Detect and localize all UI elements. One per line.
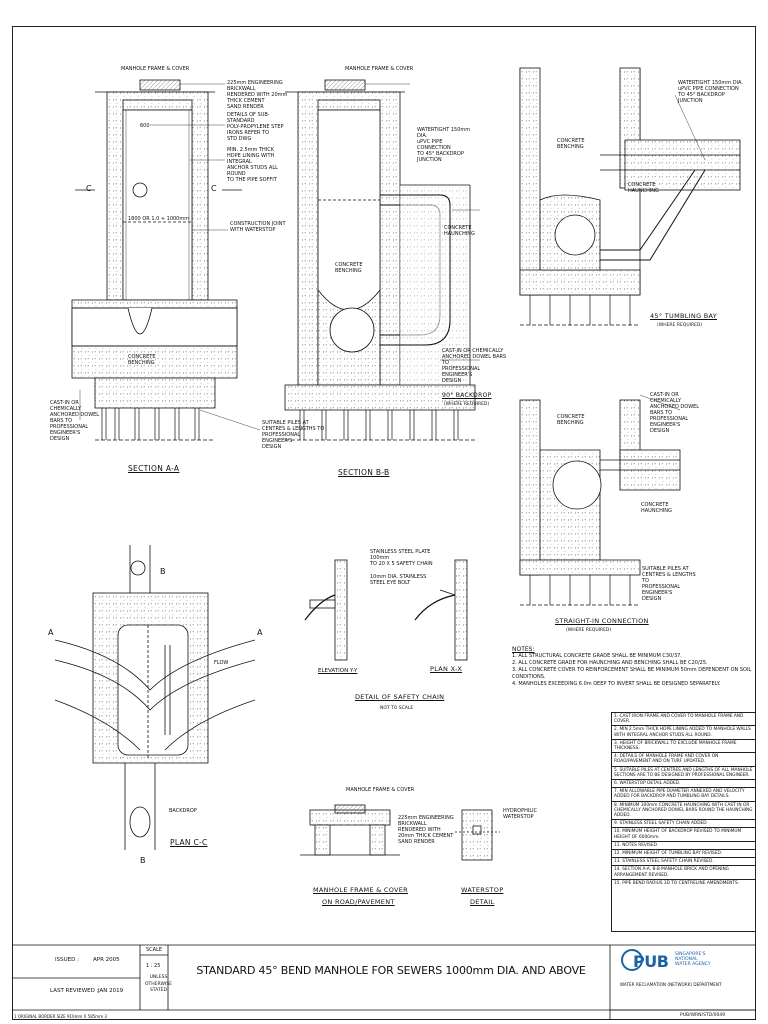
revision-row: 12. MINIMUM HEIGHT OF TUMBLING BAY REVIS… bbox=[612, 850, 755, 859]
issued-label: ISSUED : bbox=[55, 957, 79, 963]
revision-row: 10. MINIMUM HEIGHT OF BACKDROP REVISED T… bbox=[612, 828, 755, 842]
piles-label-a: SUITABLE PILES AT CENTRES & LENGTHS TO P… bbox=[262, 420, 325, 450]
revision-row: 8. MINIMUM 300mm CONCRETE HAUNCHING WITH… bbox=[612, 802, 755, 821]
tumbling-bay-subtitle: (WHERE REQUIRED) bbox=[657, 323, 703, 328]
revision-row: 1. CAST IRON FRAME AND COVER TO MANHOLE … bbox=[612, 713, 755, 727]
title-block-lines bbox=[12, 944, 756, 1020]
waterstop-drawing bbox=[455, 809, 500, 861]
tumbling-upvc-label: WATERTIGHT 150mm DIA. uPVC PIPE CONNECTI… bbox=[678, 80, 743, 104]
issued-date: APR 2005 bbox=[93, 957, 120, 963]
eye-bolt-label: 10mm DIA. STAINLESS STEEL EYE BOLT bbox=[370, 574, 427, 586]
safety-chain-title: DETAIL OF SAFETY CHAIN bbox=[355, 693, 445, 701]
scale-value: 1 : 25 bbox=[146, 963, 161, 969]
reviewed-label: LAST REVIEWED : bbox=[50, 988, 99, 994]
waterstop-title: WATERSTOP bbox=[461, 886, 504, 894]
note-item: 1. ALL STRUCTURAL CONCRETE GRADE SHALL B… bbox=[512, 653, 682, 659]
construction-joint-label: CONSTRUCTION JOINT WITH WATERSTOP bbox=[230, 221, 286, 233]
footer-note: 1 ORIGINAL BORDER SIZE 910mm X 585mm 3 bbox=[14, 1014, 107, 1019]
flow-label: FLOW bbox=[214, 660, 229, 666]
plan-c-c-drawing bbox=[54, 545, 256, 850]
upvc-label: WATERTIGHT 150mm DIA. uPVC PIPE CONNECTI… bbox=[417, 127, 471, 163]
pub-tagline: SINGAPORE'S NATIONAL WATER AGENCY bbox=[675, 952, 711, 967]
note-item: 2. ALL CONCRETE GRADE FOR HAUNCHING AND … bbox=[512, 660, 708, 666]
safety-chain-drawing bbox=[304, 559, 468, 661]
frame-brickwall-label: 225mm ENGINEERING BRICKWALL RENDERED WIT… bbox=[398, 815, 454, 845]
frame-detail-label: MANHOLE FRAME & COVER bbox=[346, 787, 415, 793]
haunching-label-b: CONCRETE HAUNCHING bbox=[444, 225, 475, 237]
frame-cover-label-b: MANHOLE FRAME & COVER bbox=[345, 66, 414, 72]
tumbling-haunching-label: CONCRETE HAUNCHING bbox=[628, 182, 659, 194]
revision-row: 2. MIN 2.5mm THICK HDPE LINING ADDED TO … bbox=[612, 726, 755, 740]
plan-cc-title: PLAN C-C bbox=[170, 838, 208, 847]
safety-chain-subtitle: NOT TO SCALE bbox=[380, 706, 414, 711]
department-label: WATER RECLAMATION (NETWORK) DEPARTMENT bbox=[620, 982, 722, 987]
revision-row: 5. SUITABLE PILES AT CENTRES AND LENGTHS… bbox=[612, 767, 755, 781]
reviewed-date: JAN 2019 bbox=[98, 988, 124, 994]
section-bb-title: SECTION B-B bbox=[338, 468, 390, 477]
tumbling-bay-title: 45° TUMBLING BAY bbox=[650, 312, 718, 320]
pub-logo-icon bbox=[621, 949, 643, 971]
section-b-b-drawing bbox=[284, 79, 480, 441]
dim-label-2: 600 bbox=[140, 123, 150, 129]
benching-label-b: CONCRETE BENCHING bbox=[335, 262, 363, 274]
drawing-border bbox=[12, 26, 756, 1020]
waterstop-label: HYDROPHILIC WATERSTOP bbox=[503, 808, 538, 820]
straight-haunching-label: CONCRETE HAUNCHING bbox=[641, 502, 672, 514]
drawing-number: PUB/WRN/STD/0049 bbox=[680, 1013, 726, 1018]
straight-dowel-label: CAST-IN OR CHEMICALLY ANCHORED DOWEL BAR… bbox=[650, 392, 700, 434]
revision-row: 13. STAINLESS STEEL SAFETY CHAIN REVISED… bbox=[612, 858, 755, 867]
section-mark-b-top: B bbox=[160, 567, 166, 576]
tumbling-bay-drawing bbox=[519, 67, 741, 326]
tumbling-benching-label: CONCRETE BENCHING bbox=[557, 138, 585, 150]
chain-plate-label: STAINLESS STEEL PLATE 100mm TO 20 X 5 SA… bbox=[370, 549, 433, 567]
revision-row: 3. HEIGHT OF BRICKWALL TO EXCLUDE MANHOL… bbox=[612, 740, 755, 754]
elevation-yy-title: ELEVATION Y-Y bbox=[318, 668, 358, 674]
section-mark-b-bottom: B bbox=[140, 856, 146, 865]
revision-row: 14. SECTION A-A, B-B MANHOLE BRICK AND O… bbox=[612, 866, 755, 880]
backdrop-plan-label: BACKDROP bbox=[169, 808, 197, 814]
brickwall-label: 225mm ENGINEERING BRICKWALL RENDERED WIT… bbox=[227, 80, 288, 110]
note-item: 3. ALL CONCRETE COVER TO REINFORCEMENT S… bbox=[512, 667, 752, 680]
section-mark-a-left: A bbox=[48, 628, 54, 637]
revision-row: 7. MIN ALLOWABLE PIPE DIAMETER ANNEXED A… bbox=[612, 788, 755, 802]
straight-in-drawing bbox=[519, 394, 681, 606]
section-mark-c-right: C bbox=[211, 184, 217, 193]
straight-benching-label: CONCRETE BENCHING bbox=[557, 414, 585, 426]
plan-xx-title: PLAN X-X bbox=[430, 665, 463, 673]
revision-row: 11. NOTES REVISED. bbox=[612, 842, 755, 851]
pub-logo-text: PUB bbox=[633, 952, 669, 971]
section-mark-a-right: A bbox=[257, 628, 263, 637]
dowel-bars-label-a: CAST-IN OR CHEMICALLY ANCHORED DOWEL BAR… bbox=[50, 400, 100, 442]
manhole-frame-title-2: ON ROAD/PAVEMENT bbox=[322, 898, 395, 906]
notes-heading: NOTES: bbox=[512, 646, 535, 653]
backdrop-title: 90° BACKDROP bbox=[442, 392, 492, 399]
scale-label: SCALE bbox=[146, 947, 163, 953]
revision-row: 6. WATERSTOP DETAIL ADDED. bbox=[612, 780, 755, 789]
backdrop-subtitle: (WHERE REQUIRED) bbox=[444, 402, 490, 407]
straight-in-subtitle: (WHERE REQUIRED) bbox=[566, 628, 612, 633]
dowel-bars-label-b: CAST-IN OR CHEMICALLY ANCHORED DOWEL BAR… bbox=[442, 348, 507, 384]
straight-in-title: STRAIGHT-IN CONNECTION bbox=[555, 617, 649, 625]
revision-row: 9. STAINLESS STEEL SAFETY CHAIN ADDED. bbox=[612, 820, 755, 829]
revision-row: 4. DETAILS OF MANHOLE FRAME AND COVER ON… bbox=[612, 753, 755, 767]
manhole-frame-title: MANHOLE FRAME & COVER bbox=[313, 886, 408, 894]
hdpe-lining-label: MIN. 2.5mm THICK HDPE LINING WITH INTEGR… bbox=[227, 147, 278, 183]
manhole-frame-drawing bbox=[300, 804, 400, 856]
scale-note: UNLESS OTHERWISE STATED bbox=[145, 975, 172, 993]
waterstop-title-2: DETAIL bbox=[470, 898, 495, 906]
section-aa-title: SECTION A-A bbox=[128, 464, 180, 473]
section-a-a-drawing bbox=[71, 79, 261, 441]
note-item: 4. MANHOLES EXCEEDING 6.0m DEEP TO INVER… bbox=[512, 681, 721, 687]
dim-label-1: 1800 OR 1.0 + 1000mm bbox=[128, 216, 190, 222]
straight-piles-label: SUITABLE PILES AT CENTRES & LENGTHS TO P… bbox=[642, 566, 696, 602]
drawing-title: STANDARD 45° BEND MANHOLE FOR SEWERS 100… bbox=[196, 964, 586, 977]
step-iron-label: DETAILS OF SUB-STANDARD POLY-PROPYLENE S… bbox=[227, 112, 284, 142]
benching-label-a: CONCRETE BENCHING bbox=[128, 354, 156, 366]
notes-block: NOTES: 1. ALL STRUCTURAL CONCRETE GRADE … bbox=[512, 646, 752, 688]
section-mark-c-left: C bbox=[86, 184, 92, 193]
frame-cover-label: MANHOLE FRAME & COVER bbox=[121, 66, 190, 72]
revisions-table: 1. CAST IRON FRAME AND COVER TO MANHOLE … bbox=[611, 712, 756, 932]
revision-row: 15. PIPE BEND RADIUS 3D TO CENTRELINE AM… bbox=[614, 880, 740, 886]
